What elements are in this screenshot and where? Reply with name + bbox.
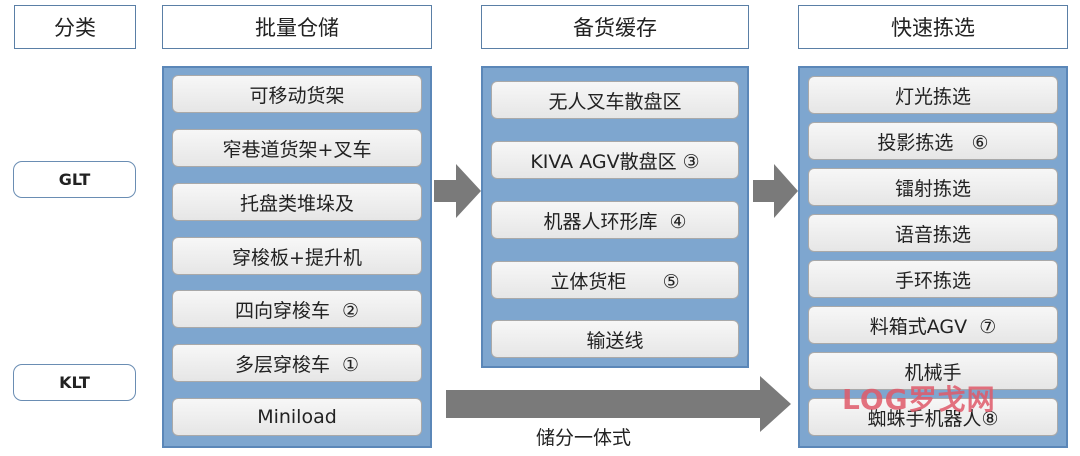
bulk-item: 窄巷道货架+叉车	[172, 129, 422, 167]
picking-item: 镭射拣选	[808, 168, 1058, 206]
picking-item: 手环拣选	[808, 260, 1058, 298]
integrated-caption: 储分一体式	[536, 427, 632, 449]
header-bulk-storage: 批量仓储	[162, 5, 432, 49]
header-stock-cache: 备货缓存	[481, 5, 749, 49]
picking-item: 机械手	[808, 352, 1058, 390]
cache-item: 无人叉车散盘区	[491, 81, 739, 119]
bulk-item: 四向穿梭车 ②	[172, 290, 422, 328]
header-fast-picking-label: 快速拣选	[891, 16, 975, 40]
arrow-cache-to-picking	[753, 164, 798, 218]
cache-item: KIVA AGV散盘区 ③	[491, 141, 739, 179]
picking-item: 投影拣选 ⑥	[808, 122, 1058, 160]
category-glt-label: GLT	[58, 170, 91, 189]
bulk-item: 托盘类堆垛及	[172, 183, 422, 221]
category-klt-label: KLT	[59, 373, 90, 392]
bulk-storage-panel: 可移动货架 窄巷道货架+叉车 托盘类堆垛及 穿梭板+提升机 四向穿梭车 ② 多层…	[162, 66, 432, 448]
header-category-label: 分类	[54, 16, 96, 40]
cache-item: 机器人环形库 ④	[491, 201, 739, 239]
header-category: 分类	[14, 5, 136, 49]
bulk-item: 多层穿梭车 ①	[172, 344, 422, 382]
picking-item: 灯光拣选	[808, 76, 1058, 114]
header-bulk-storage-label: 批量仓储	[255, 16, 339, 40]
picking-item: 蜘蛛手机器人⑧	[808, 398, 1058, 436]
header-fast-picking: 快速拣选	[798, 5, 1068, 49]
fast-picking-panel: 灯光拣选 投影拣选 ⑥ 镭射拣选 语音拣选 手环拣选 料箱式AGV ⑦ 机械手 …	[798, 66, 1068, 448]
cache-item: 立体货柜 ⑤	[491, 261, 739, 299]
bulk-item: 可移动货架	[172, 75, 422, 113]
category-glt: GLT	[13, 161, 136, 198]
cache-item: 输送线	[491, 320, 739, 358]
bulk-item: 穿梭板+提升机	[172, 237, 422, 275]
header-stock-cache-label: 备货缓存	[573, 16, 657, 40]
bulk-item: Miniload	[172, 398, 422, 436]
picking-item: 语音拣选	[808, 214, 1058, 252]
watermark-logo: LOG罗戈网	[842, 383, 996, 416]
stock-cache-panel: 无人叉车散盘区 KIVA AGV散盘区 ③ 机器人环形库 ④ 立体货柜 ⑤ 输送…	[481, 66, 749, 368]
picking-item: 料箱式AGV ⑦	[808, 306, 1058, 344]
category-klt: KLT	[13, 364, 136, 401]
arrow-bulk-to-cache	[434, 164, 481, 218]
arrow-integrated	[446, 376, 791, 432]
